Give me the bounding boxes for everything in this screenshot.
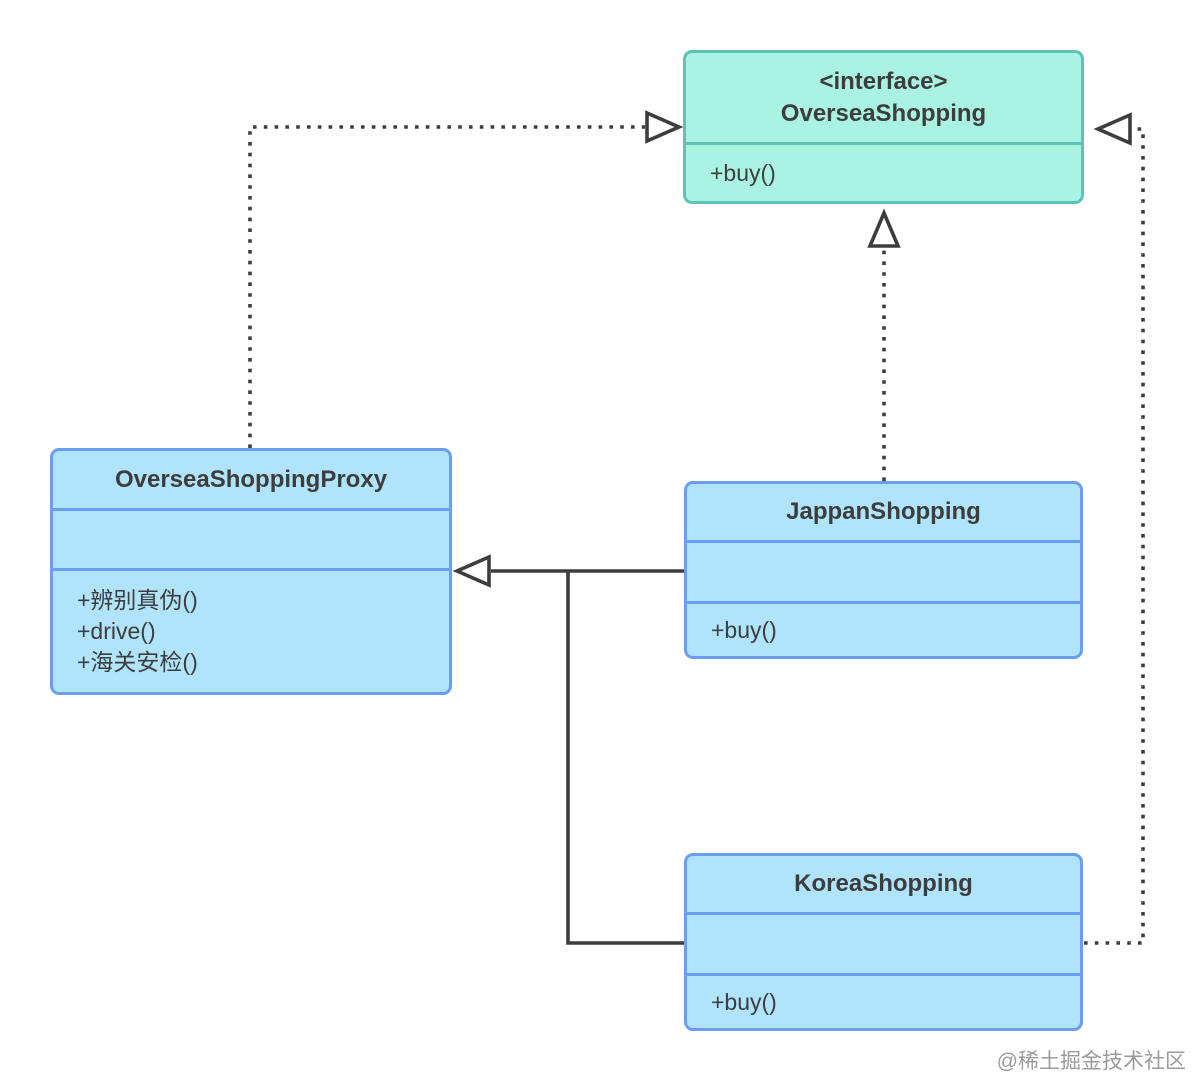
- class-box-jappan-shopping: JappanShopping +buy(): [684, 481, 1083, 659]
- methods-compartment: +buy(): [687, 601, 1080, 656]
- method-label: +辨别真伪(): [77, 587, 198, 613]
- attributes-compartment-empty: [687, 540, 1080, 601]
- method-label: +buy(): [711, 988, 777, 1015]
- class-box-oversea-shopping-proxy: OverseaShoppingProxy +辨别真伪() +drive() +海…: [50, 448, 452, 695]
- method-label: +海关安检(): [77, 649, 198, 675]
- interface-methods-compartment: +buy(): [686, 142, 1081, 201]
- hollow-arrowhead-up-icon: [867, 208, 901, 248]
- realization-line-korea-to-interface: [1084, 127, 1145, 945]
- class-name: OverseaShoppingProxy: [114, 465, 388, 493]
- class-box-korea-shopping: KoreaShopping +buy(): [684, 853, 1083, 1031]
- class-name: KoreaShopping: [794, 870, 973, 897]
- interface-name: OverseaShopping: [780, 99, 987, 127]
- methods-compartment: +辨别真伪() +drive() +海关安检(): [53, 568, 449, 692]
- method-label: +buy(): [711, 616, 777, 643]
- interface-title: <interface> OverseaShopping: [686, 53, 1081, 142]
- realization-line-proxy-to-interface: [248, 125, 645, 448]
- method-label: +drive(): [77, 618, 156, 644]
- class-title: JappanShopping: [687, 484, 1080, 540]
- class-title: KoreaShopping: [687, 856, 1080, 912]
- hollow-arrowhead-left-icon: [452, 554, 491, 588]
- attributes-compartment-empty: [687, 912, 1080, 973]
- class-name: JappanShopping: [786, 498, 981, 525]
- interface-box-oversea-shopping: <interface> OverseaShopping +buy(): [683, 50, 1084, 204]
- methods-compartment: +buy(): [687, 973, 1080, 1028]
- class-title: OverseaShoppingProxy: [53, 451, 449, 508]
- hollow-arrowhead-right-icon: [645, 110, 684, 144]
- hollow-arrowhead-left-icon: [1093, 112, 1132, 146]
- method-label: +buy(): [710, 159, 776, 186]
- interface-stereotype: <interface>: [819, 67, 948, 95]
- association-line-korea-branch: [566, 571, 684, 945]
- watermark-text: @稀土掘金技术社区: [996, 1050, 1186, 1073]
- attributes-compartment-empty: [53, 508, 449, 568]
